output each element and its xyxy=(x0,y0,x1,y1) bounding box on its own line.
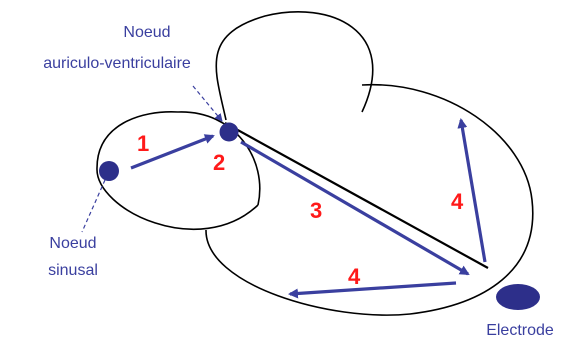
electrode-marker xyxy=(496,284,540,310)
sa-node xyxy=(99,161,119,181)
arrow-step-4-right xyxy=(457,118,487,263)
sa-node-label-line2: sinusal xyxy=(48,262,98,279)
step-label-3: 3 xyxy=(310,198,322,223)
av-node-label-line1: Noeud xyxy=(123,24,170,41)
step-label-4-bottom: 4 xyxy=(348,264,361,289)
av-node-label-line2: auriculo-ventriculaire xyxy=(43,55,191,72)
step-label-4-right: 4 xyxy=(451,189,464,214)
arrow-step-1 xyxy=(130,134,215,170)
arrow-step-3 xyxy=(240,140,470,276)
ventricle-outline xyxy=(205,83,534,316)
av-node-leader xyxy=(192,85,223,122)
step-label-2: 2 xyxy=(213,150,225,175)
arrow-step-4-bottom xyxy=(288,281,457,299)
step-label-1: 1 xyxy=(137,131,149,156)
sa-node-leader xyxy=(81,179,106,233)
electrode-label: Electrode xyxy=(486,322,554,339)
av-node xyxy=(219,122,239,142)
septum-line xyxy=(224,122,489,269)
right-atrium-outline xyxy=(215,11,374,121)
left-atrium-outline xyxy=(96,111,261,231)
sa-node-label-line1: Noeud xyxy=(49,235,96,252)
